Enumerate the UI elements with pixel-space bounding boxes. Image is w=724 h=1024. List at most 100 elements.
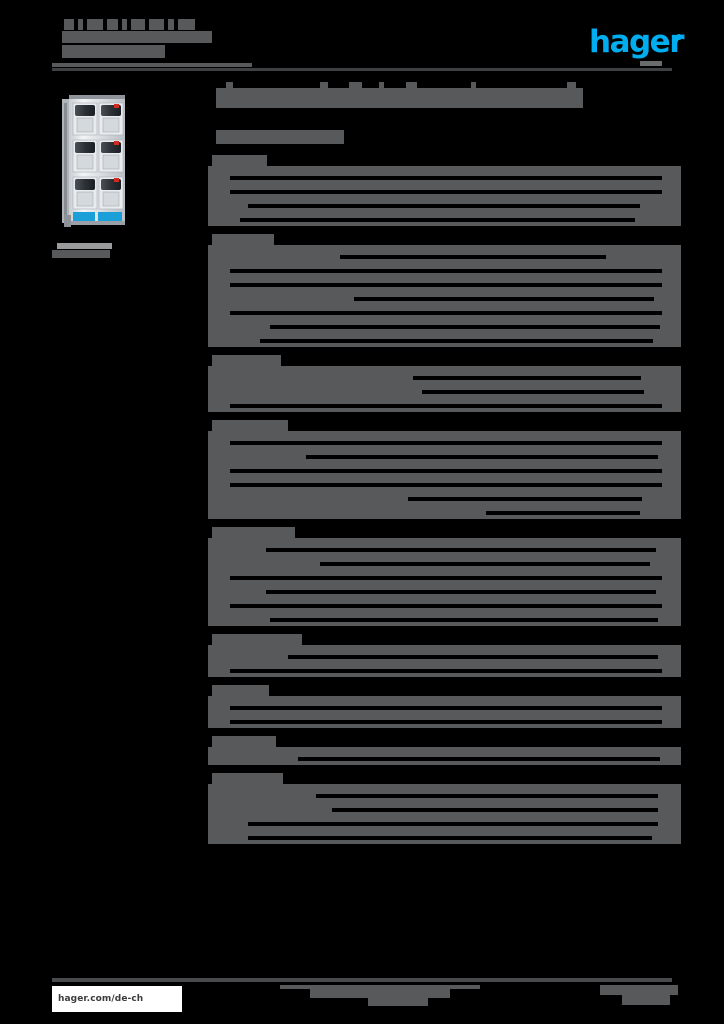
spec-row-value xyxy=(230,706,662,710)
spec-row-tick xyxy=(208,576,215,580)
product-image-caption-line-2 xyxy=(52,250,110,258)
hager-logo-dot xyxy=(676,34,682,40)
spec-row-tick xyxy=(208,511,215,515)
spec-section xyxy=(208,773,681,852)
spec-row-value xyxy=(320,562,650,566)
spec-row-tick xyxy=(208,190,215,194)
spec-row-value xyxy=(230,483,662,487)
spec-row-value xyxy=(486,511,640,515)
spec-section-gap xyxy=(208,844,681,852)
spec-row-tick xyxy=(208,618,215,622)
spec-row-tick xyxy=(208,562,215,566)
spec-section-band xyxy=(208,784,681,844)
header-rule-accent xyxy=(52,63,252,67)
spec-section-gap xyxy=(208,347,681,355)
spec-section xyxy=(208,736,681,773)
spec-row-value xyxy=(298,757,660,761)
spec-section xyxy=(208,155,681,234)
header-rule-accent-right xyxy=(640,61,662,66)
spec-section xyxy=(208,527,681,634)
spec-section-title xyxy=(212,634,302,645)
spec-row-value xyxy=(266,548,656,552)
spec-section-title xyxy=(212,355,281,366)
spec-row-tick xyxy=(208,548,215,552)
footer-page-number xyxy=(600,985,678,995)
hager-logo: hager xyxy=(589,27,685,58)
spec-row-value xyxy=(248,204,640,208)
spec-section-gap xyxy=(208,519,681,527)
spec-row-tick xyxy=(208,325,215,329)
spec-row-tick xyxy=(208,808,215,812)
spec-row-value xyxy=(230,404,662,408)
spec-row-value xyxy=(248,836,652,840)
spec-row-tick xyxy=(208,483,215,487)
spec-row-tick xyxy=(208,376,215,380)
footer-center-text xyxy=(310,988,450,998)
spec-row-value xyxy=(230,190,662,194)
spec-row-tick xyxy=(208,311,215,315)
spec-section-gap xyxy=(208,412,681,420)
spec-row-value xyxy=(332,808,658,812)
spec-row-value xyxy=(240,218,635,222)
spec-section-gap xyxy=(208,626,681,634)
spec-row-tick xyxy=(208,297,215,301)
footer-divider xyxy=(52,978,672,982)
footer-center-text-2 xyxy=(368,998,428,1006)
spec-row-value xyxy=(230,669,662,673)
spec-section-title xyxy=(212,155,267,166)
spec-row-tick xyxy=(208,390,215,394)
spec-row-tick xyxy=(208,404,215,408)
spec-row-tick xyxy=(208,794,215,798)
spec-row-tick xyxy=(208,497,215,501)
footer-website-url[interactable]: hager.com/de-ch xyxy=(52,986,182,1012)
spec-row-value xyxy=(408,497,642,501)
spec-section-gap xyxy=(208,677,681,685)
spec-row-value xyxy=(230,576,662,580)
spec-section xyxy=(208,420,681,527)
spec-row-tick xyxy=(208,836,215,840)
spec-section-gap xyxy=(208,728,681,736)
spec-row-tick xyxy=(208,757,215,761)
spec-row-tick xyxy=(208,669,215,673)
hager-logo-text: hager xyxy=(589,24,685,60)
spec-row-value xyxy=(316,794,658,798)
page-title xyxy=(216,82,583,108)
product-image-caption-line-1 xyxy=(57,243,112,249)
spec-row-value xyxy=(230,720,662,724)
header-doc-line-3 xyxy=(62,45,165,58)
spec-row-value xyxy=(230,269,662,273)
spec-section-band xyxy=(208,696,681,728)
spec-row-tick xyxy=(208,590,215,594)
header-doc-line-1 xyxy=(64,19,197,30)
spec-row-tick xyxy=(208,269,215,273)
spec-row-tick xyxy=(208,720,215,724)
spec-row-value xyxy=(260,339,653,343)
spec-row-tick xyxy=(208,339,215,343)
spec-row-value xyxy=(230,176,662,180)
spec-section-band xyxy=(208,431,681,519)
spec-row-value xyxy=(413,376,641,380)
spec-section xyxy=(208,355,681,420)
spec-row-tick xyxy=(208,176,215,180)
spec-row-tick xyxy=(208,822,215,826)
spec-row-value xyxy=(230,604,662,608)
spec-row-value xyxy=(270,325,660,329)
spec-section-title xyxy=(212,234,274,245)
spec-section-band xyxy=(208,645,681,677)
footer-center-text-top xyxy=(280,985,480,989)
spec-row-value xyxy=(270,618,658,622)
spec-row-value xyxy=(230,311,662,315)
spec-section-title xyxy=(212,527,295,538)
header-doc-line-2 xyxy=(62,31,212,43)
product-image xyxy=(52,88,172,238)
spec-row-value xyxy=(354,297,654,301)
spec-row-value xyxy=(306,455,658,459)
spec-row-value xyxy=(230,441,662,445)
spec-row-value xyxy=(340,255,606,259)
spec-row-value xyxy=(288,655,658,659)
spec-row-tick xyxy=(208,204,215,208)
spec-section xyxy=(208,234,681,355)
spec-row-tick xyxy=(208,255,215,259)
product-photo-svg xyxy=(62,95,125,227)
